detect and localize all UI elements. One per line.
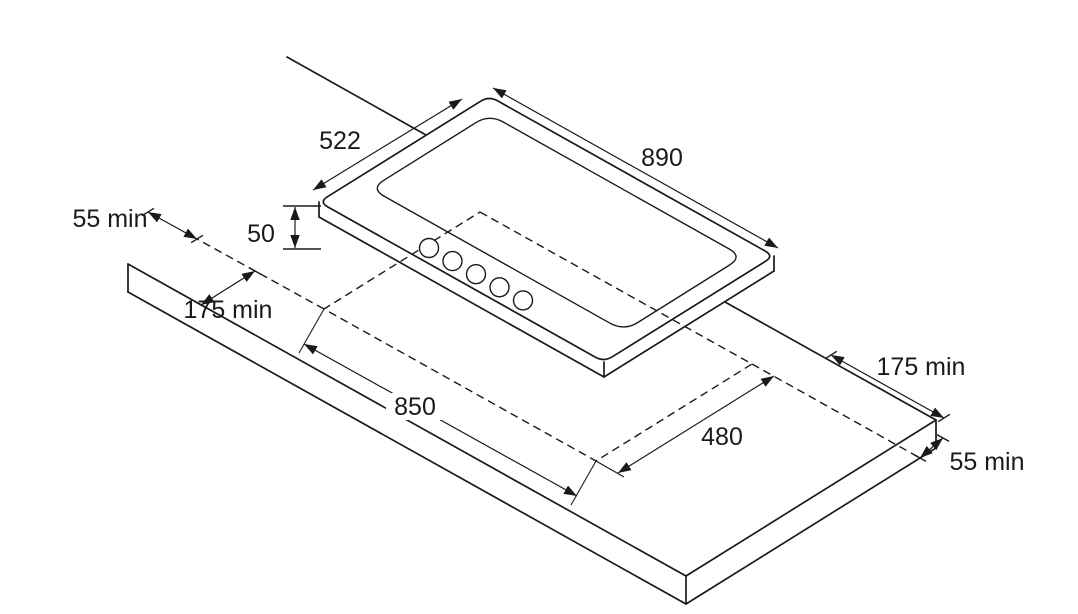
dimension-50: 50 (247, 205, 321, 250)
dim-line-55min-front (919, 437, 944, 459)
dim-ext-480-a (595, 460, 625, 478)
knob-2 (442, 250, 463, 272)
label-hob-height: 50 (247, 220, 275, 248)
cooktop (318, 97, 775, 378)
label-850-backing (386, 393, 444, 420)
dim-line-175min-left (200, 270, 256, 306)
worktop-back-edge-left (286, 56, 427, 136)
cooktop-skirt-bottom (318, 216, 775, 378)
dim-line-175min-right (830, 354, 945, 419)
cooktop-inner-surface (376, 117, 737, 328)
label-clearance-side-left: 175 min (184, 296, 273, 324)
label-cutout-length: 850 (394, 393, 436, 421)
control-knobs (418, 237, 534, 311)
cooktop-top-face (322, 97, 771, 361)
dim-ext-850-a (298, 308, 325, 354)
knob-1 (418, 237, 440, 259)
dim-line-480 (617, 375, 775, 474)
worktop-bottom-edges (127, 291, 937, 605)
label-clearance-side-right: 175 min (877, 353, 966, 381)
dimension-175min-left: 175 min (184, 266, 273, 324)
label-clearance-back: 55 min (72, 205, 147, 233)
dim-line-55min-back (147, 211, 198, 240)
dimension-175min-right: 175 min (824, 350, 966, 423)
label-clearance-front: 55 min (949, 448, 1024, 476)
label-hob-width: 890 (641, 144, 683, 172)
label-hob-depth: 522 (319, 127, 361, 155)
dimension-480: 480 (595, 375, 775, 478)
dim-ext-850-b (570, 460, 597, 506)
dim-line-522 (312, 98, 463, 191)
dimension-850: 850 (298, 308, 597, 506)
knob-3 (465, 264, 487, 285)
dim-line-890 (492, 87, 779, 249)
dimension-55min-front: 55 min (913, 433, 1025, 476)
dimension-890: 890 (492, 87, 779, 249)
knob-4 (489, 277, 510, 298)
dimension-55min-back: 55 min (72, 205, 204, 244)
knob-5 (512, 290, 534, 311)
cooktop-skirt (318, 201, 775, 378)
dimension-522: 522 (312, 98, 463, 191)
label-cutout-depth: 480 (701, 423, 743, 451)
